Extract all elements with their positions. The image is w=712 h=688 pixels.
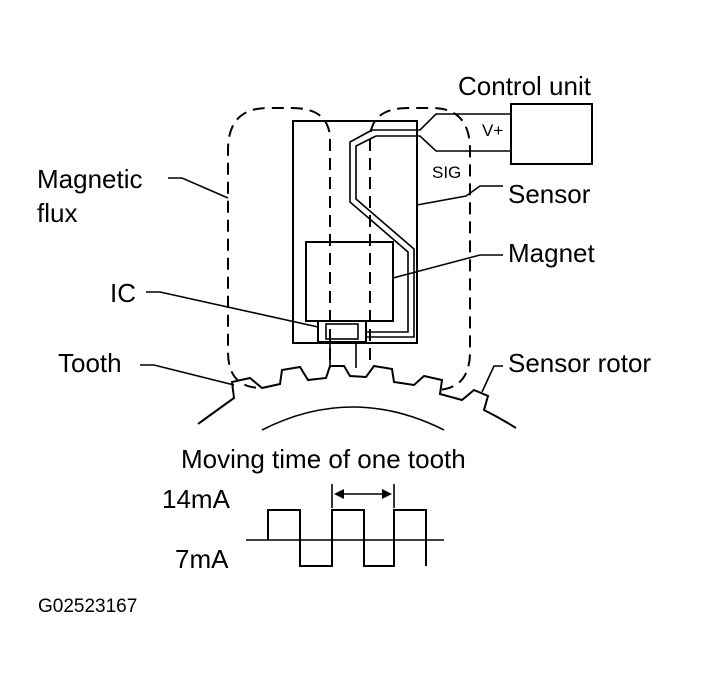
magnet-leader — [392, 254, 503, 279]
sensor-rotor-leader — [481, 365, 503, 393]
magnet — [305, 241, 394, 322]
current-waveform — [267, 509, 427, 567]
tooth-label: Tooth — [58, 348, 122, 378]
magnetic-flux-label-2: flux — [37, 198, 77, 228]
v-plus-label: V+ — [482, 121, 503, 140]
ic-inner — [325, 323, 359, 340]
sensor-leader — [416, 185, 503, 206]
sig-label: SIG — [432, 163, 461, 182]
moving-time-label: Moving time of one tooth — [181, 444, 466, 474]
period-arrow-head-right — [382, 489, 392, 499]
sensor-rotor-label: Sensor rotor — [508, 348, 651, 378]
lead-frame-inner — [355, 135, 415, 338]
v-plus-wire — [370, 113, 511, 131]
magnetic-flux-label-1: Magnetic — [37, 164, 143, 194]
flux-loop-left — [227, 107, 331, 389]
control-unit-label: Control unit — [458, 71, 592, 101]
magnetic-flux-leader — [168, 177, 229, 199]
ic-label: IC — [110, 278, 136, 308]
current-low-label: 7mA — [175, 544, 229, 574]
sensor-rotor-outline — [197, 364, 517, 429]
magnet-label: Magnet — [508, 238, 595, 268]
ic-leader — [146, 291, 319, 328]
control-unit-box — [510, 103, 593, 165]
sensor-label: Sensor — [508, 179, 591, 209]
tooth-leader — [140, 364, 235, 386]
sig-wire — [376, 135, 511, 152]
ic-chip — [317, 320, 367, 343]
current-high-label: 14mA — [162, 484, 231, 514]
figure-id: G02523167 — [38, 596, 137, 617]
period-arrow-head-left — [334, 489, 344, 499]
sensor-housing — [292, 120, 418, 344]
sensor-rotor-hub-arc — [261, 406, 445, 431]
lead-frame-outer — [349, 129, 409, 333]
flux-loop-right — [369, 107, 471, 391]
